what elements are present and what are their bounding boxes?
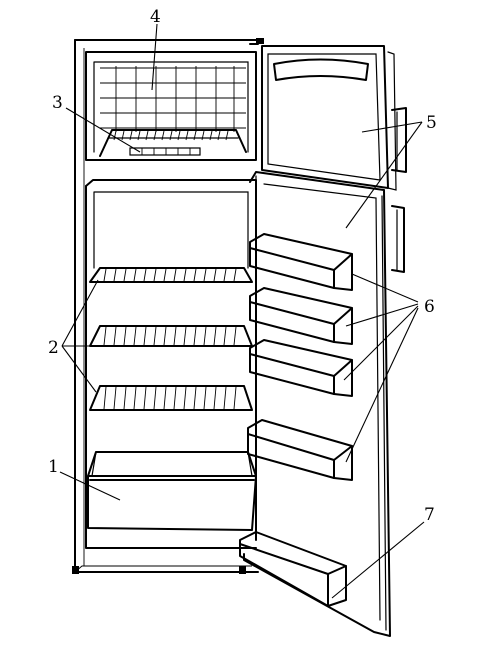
leader-7 <box>331 521 425 599</box>
bottle-shelf <box>239 531 347 607</box>
cabinet-foot-left <box>72 566 79 574</box>
freezer-compartment <box>85 51 257 161</box>
label-door-shelves: 6 <box>424 297 435 317</box>
door-shelf-1 <box>249 233 353 291</box>
leader-3 <box>65 107 141 153</box>
fridge-door <box>243 171 405 637</box>
door-shelf-2 <box>249 287 353 345</box>
leader-2a <box>61 279 99 347</box>
vegetable-bin <box>87 451 257 531</box>
fridge-door-handle <box>391 205 405 273</box>
ice-tray <box>99 129 247 157</box>
leader-5a <box>361 121 423 133</box>
leader-1 <box>59 471 121 501</box>
fridge-compartment <box>85 179 257 549</box>
door-shelf-3 <box>249 339 353 397</box>
label-vegetable-bin: 1 <box>48 457 59 477</box>
door-shelf-4 <box>247 419 353 481</box>
freezer-door-handle <box>391 107 407 173</box>
freezer-door-handle-recess <box>273 58 369 81</box>
leader-2c <box>61 345 97 393</box>
label-shelves: 2 <box>48 338 59 358</box>
refrigerator-cabinet <box>72 38 264 574</box>
label-ice-tray: 3 <box>52 93 63 113</box>
leader-6d <box>345 307 419 463</box>
leader-6a <box>351 273 419 303</box>
freezer-door <box>261 45 407 191</box>
wire-shelf-middle <box>89 325 253 347</box>
leader-4 <box>151 23 158 91</box>
wire-shelf-top <box>89 267 253 283</box>
leader-6b <box>345 303 419 327</box>
cabinet-foot-right <box>239 566 246 574</box>
label-doors: 5 <box>426 113 437 133</box>
label-bottle-shelf: 7 <box>424 505 435 525</box>
leader-lines <box>59 23 425 599</box>
label-freezer: 4 <box>150 7 161 27</box>
leader-5b <box>345 121 423 229</box>
top-hinge <box>256 38 264 44</box>
wire-shelf-bottom <box>89 385 253 411</box>
leader-6c <box>343 305 419 381</box>
